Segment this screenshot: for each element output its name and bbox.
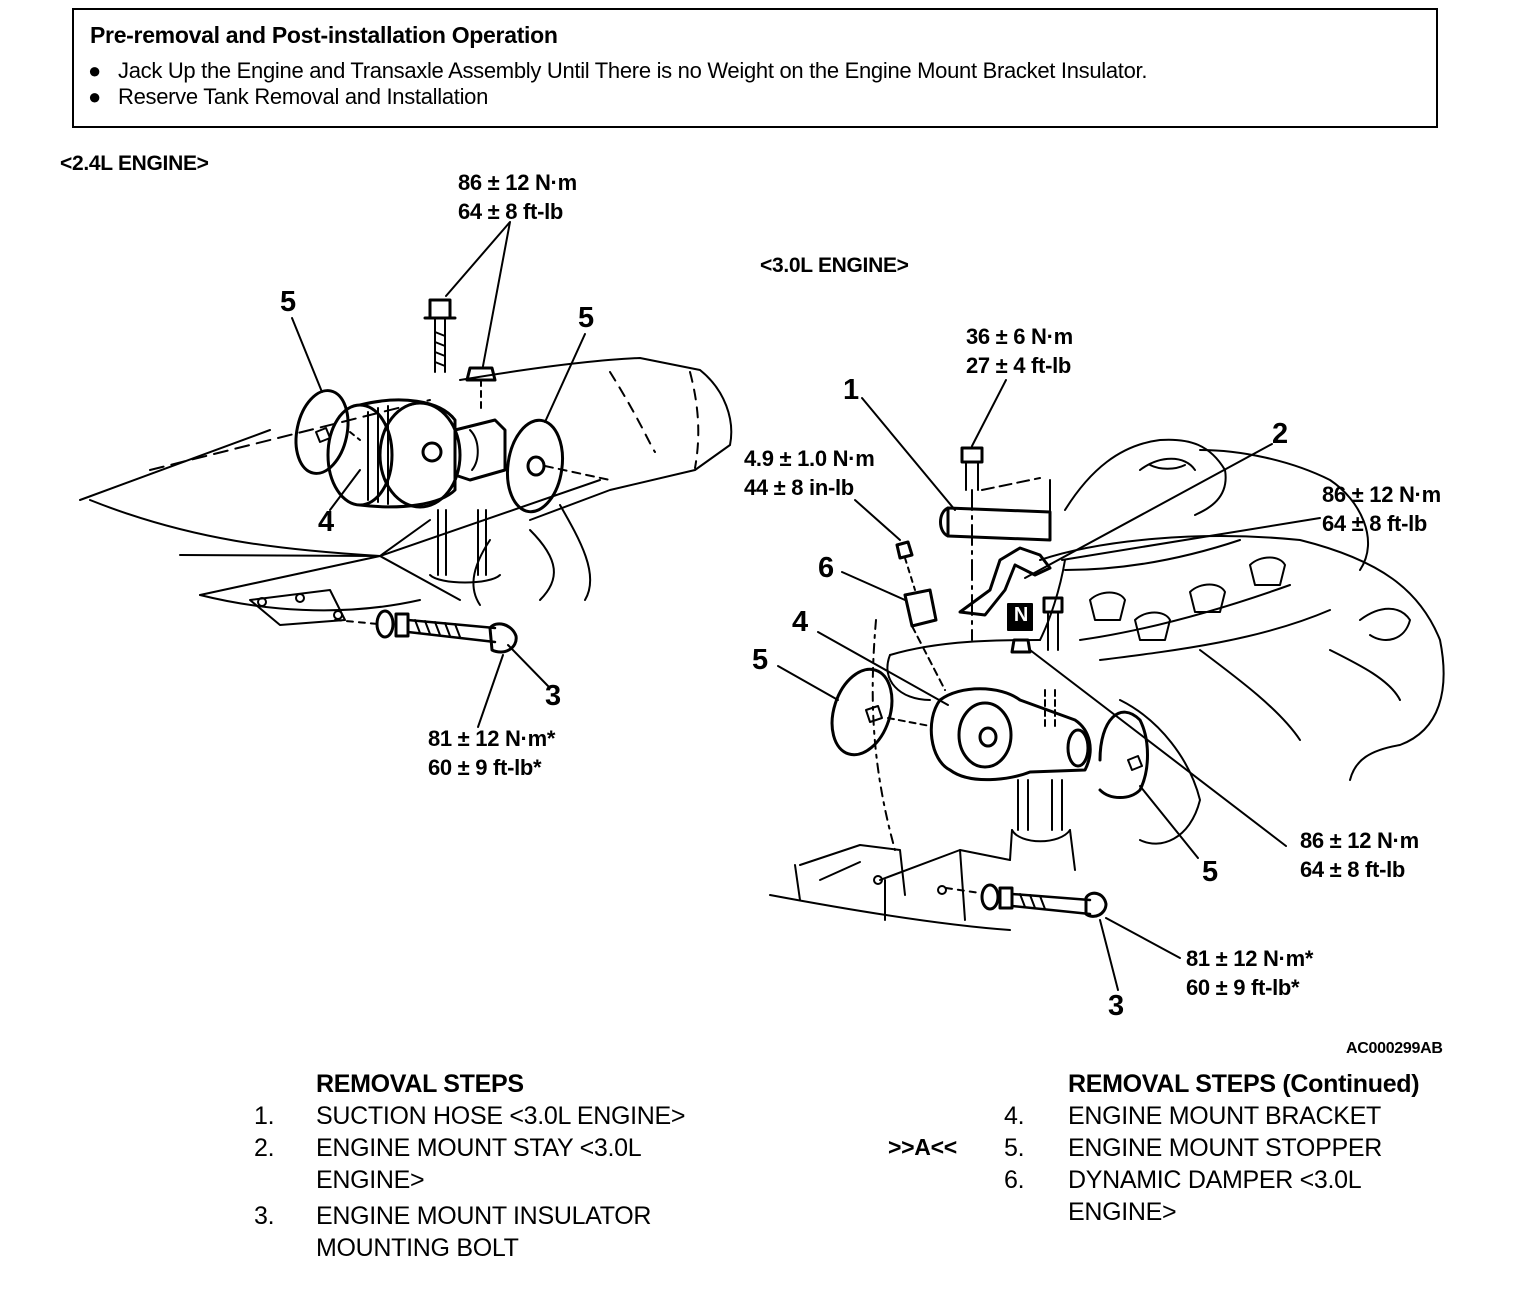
prereq-box: Pre-removal and Post-installation Operat…: [72, 8, 1438, 128]
n-badge: N: [1013, 604, 1029, 626]
steps-header: REMOVAL STEPS (Continued): [1068, 1070, 1420, 1098]
callout-number: 5: [280, 286, 296, 318]
service-point-marker: >>A<<: [888, 1134, 957, 1160]
callout-number: 5: [752, 644, 768, 676]
callout-number: 5: [1202, 856, 1218, 888]
prereq-title: Pre-removal and Post-installation Operat…: [90, 22, 558, 48]
callout-number: 2: [1272, 418, 1288, 450]
callout-number: 5: [578, 302, 594, 334]
figure-code: AC000299AB: [1346, 1040, 1443, 1057]
steps-header: REMOVAL STEPS: [316, 1070, 524, 1098]
torque-spec: 81 ± 12 N·m*60 ± 9 ft-lb*: [428, 726, 556, 780]
prereq-item: ●Reserve Tank Removal and Installation: [88, 84, 489, 109]
callout-number: 6: [818, 552, 834, 584]
engine-mount-illustration: [79, 221, 1445, 991]
engine-30-drawing: [769, 379, 1445, 991]
engine-24-label: <2.4L ENGINE>: [60, 152, 209, 175]
torque-spec: 81 ± 12 N·m*60 ± 9 ft-lb*: [1186, 946, 1314, 1000]
bullet-icon: ●: [88, 84, 101, 109]
removal-steps-left: REMOVAL STEPS 1. SUCTION HOSE <3.0L ENGI…: [254, 1070, 686, 1262]
callout-number: 4: [792, 606, 808, 638]
callout-number: 1: [843, 374, 859, 406]
removal-steps-right: REMOVAL STEPS (Continued) 4. ENGINE MOUN…: [888, 1070, 1420, 1226]
engine-30-label: <3.0L ENGINE>: [760, 254, 909, 277]
callout-number: 3: [545, 680, 561, 712]
callout-number: 4: [318, 506, 334, 538]
callout-number: 3: [1108, 990, 1124, 1022]
engine-24-drawing: [79, 221, 733, 728]
prereq-item: ●Jack Up the Engine and Transaxle Assemb…: [88, 58, 1148, 83]
bullet-icon: ●: [88, 58, 101, 83]
